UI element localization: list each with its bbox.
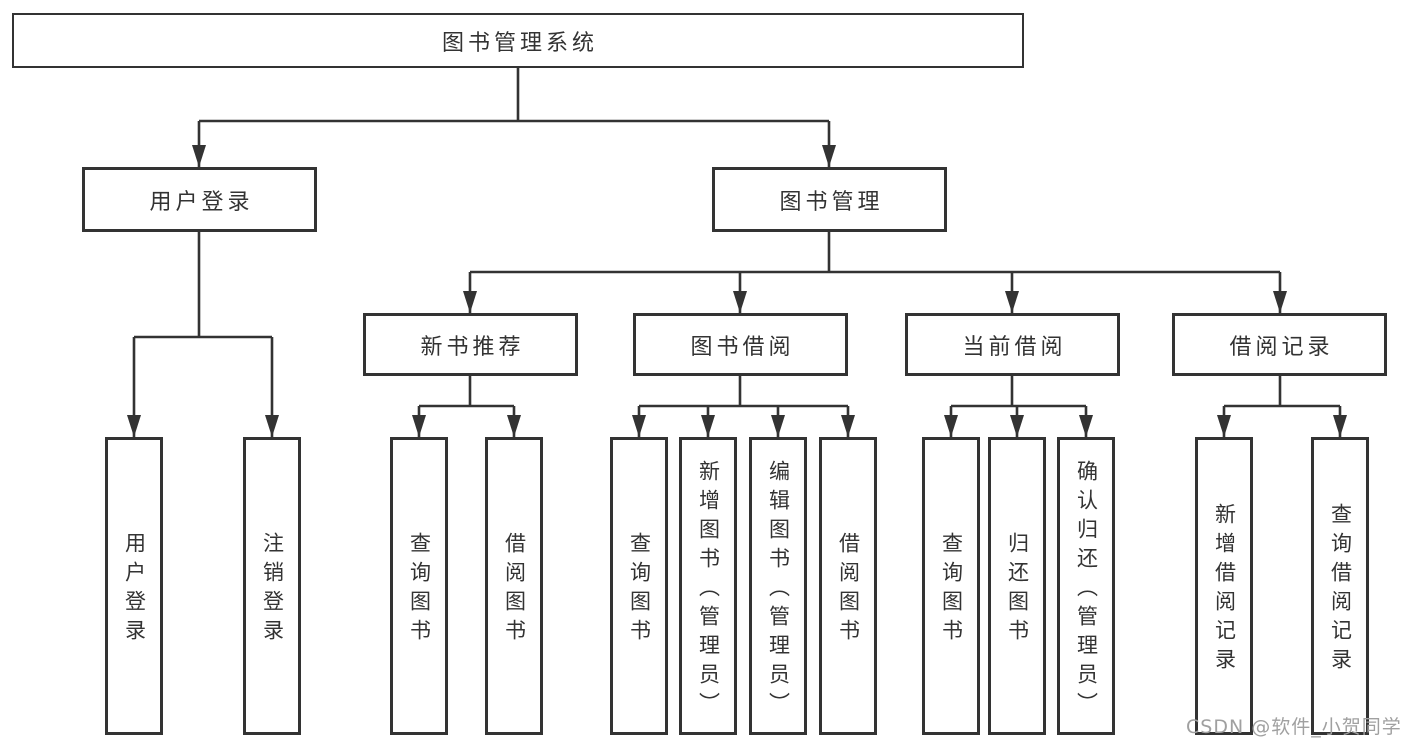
leaf-borrow-add-admin: 新增图书（管理员） <box>679 437 737 735</box>
node-book-management: 图书管理 <box>712 167 947 232</box>
leaf-current-return: 归还图书 <box>988 437 1046 735</box>
connector-book-borrow <box>632 376 855 437</box>
arrowhead <box>463 291 477 313</box>
leaf-records-add-label: 新增借阅记录 <box>1212 503 1237 677</box>
node-borrow-records: 借阅记录 <box>1172 313 1387 376</box>
leaf-newbooks-borrow: 借阅图书 <box>485 437 543 735</box>
leaf-records-add: 新增借阅记录 <box>1195 437 1253 735</box>
leaf-current-confirm-admin: 确认归还（管理员） <box>1057 437 1115 735</box>
arrowhead <box>127 415 141 437</box>
leaf-records-query: 查询借阅记录 <box>1311 437 1369 735</box>
arrowhead <box>507 415 521 437</box>
leaf-borrow-add-admin-label: 新增图书（管理员） <box>696 459 721 721</box>
leaf-newbooks-borrow-label: 借阅图书 <box>502 532 527 648</box>
leaf-borrow-query-label: 查询图书 <box>627 532 652 648</box>
arrowhead <box>1005 291 1019 313</box>
arrowhead <box>265 415 279 437</box>
connector-new-books <box>412 376 521 437</box>
node-current-borrow: 当前借阅 <box>905 313 1120 376</box>
arrowhead <box>1273 291 1287 313</box>
arrowhead <box>701 415 715 437</box>
arrowhead <box>822 145 836 167</box>
leaf-user-login-label: 用户登录 <box>122 532 147 648</box>
node-current-borrow-label: 当前借阅 <box>962 334 1067 360</box>
connector-user-login <box>127 232 279 437</box>
leaf-user-login: 用户登录 <box>105 437 163 735</box>
leaf-current-return-label: 归还图书 <box>1005 532 1030 648</box>
node-new-books-label: 新书推荐 <box>420 334 525 360</box>
arrowhead <box>632 415 646 437</box>
arrowhead <box>733 291 747 313</box>
node-user-login: 用户登录 <box>82 167 317 232</box>
arrowhead <box>841 415 855 437</box>
connector-root <box>192 68 836 167</box>
leaf-newbooks-query-label: 查询图书 <box>407 532 432 648</box>
connector-book-management <box>463 232 1287 313</box>
leaf-borrow-borrow-label: 借阅图书 <box>836 532 861 648</box>
arrowhead <box>192 145 206 167</box>
connector-borrow-records <box>1217 376 1347 437</box>
leaf-logout: 注销登录 <box>243 437 301 735</box>
node-book-management-label: 图书管理 <box>779 189 884 215</box>
node-user-login-label: 用户登录 <box>149 189 254 215</box>
leaf-records-query-label: 查询借阅记录 <box>1328 503 1353 677</box>
leaf-borrow-edit-admin-label: 编辑图书（管理员） <box>766 459 791 721</box>
node-book-borrow: 图书借阅 <box>633 313 848 376</box>
leaf-borrow-edit-admin: 编辑图书（管理员） <box>749 437 807 735</box>
arrowhead <box>771 415 785 437</box>
connector-current-borrow <box>944 376 1093 437</box>
leaf-current-query: 查询图书 <box>922 437 980 735</box>
node-new-books: 新书推荐 <box>363 313 578 376</box>
csdn-watermark: CSDN @软件_小贺同学 <box>1186 716 1402 738</box>
arrowhead <box>1333 415 1347 437</box>
leaf-current-query-label: 查询图书 <box>939 532 964 648</box>
leaf-current-confirm-admin-label: 确认归还（管理员） <box>1074 459 1099 721</box>
node-root-label: 图书管理系统 <box>441 30 598 56</box>
arrowhead <box>1079 415 1093 437</box>
leaf-newbooks-query: 查询图书 <box>390 437 448 735</box>
node-root: 图书管理系统 <box>12 13 1024 68</box>
leaf-borrow-borrow: 借阅图书 <box>819 437 877 735</box>
arrowhead <box>944 415 958 437</box>
leaf-borrow-query: 查询图书 <box>610 437 668 735</box>
node-book-borrow-label: 图书借阅 <box>690 334 795 360</box>
leaf-logout-label: 注销登录 <box>260 532 285 648</box>
node-borrow-records-label: 借阅记录 <box>1229 334 1334 360</box>
arrowhead <box>1010 415 1024 437</box>
arrowhead <box>1217 415 1231 437</box>
arrowhead <box>412 415 426 437</box>
